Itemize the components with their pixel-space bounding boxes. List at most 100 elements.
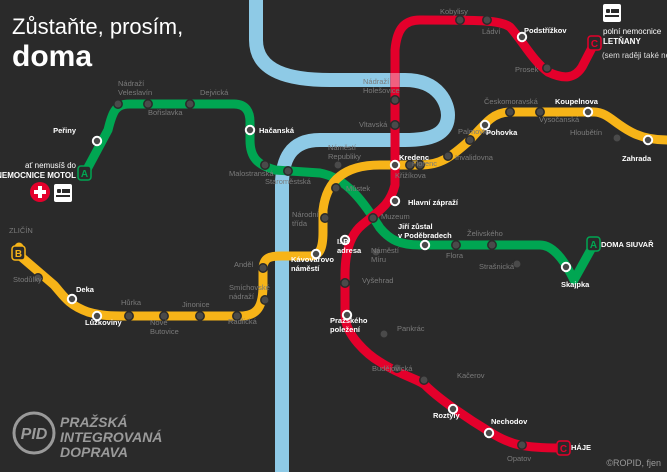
station-stop-nadrazi-holesovice [390, 95, 400, 105]
station-label-malostranska: Malostranská [229, 169, 274, 178]
station-label-kobylisy: Kobylisy [440, 7, 468, 16]
station-stop-staromestska [283, 166, 293, 176]
station-stop-vysocanska [535, 107, 545, 117]
motol-note-small: ať nemusíš do [25, 161, 77, 170]
station-label-haje: HÁJE [571, 443, 591, 452]
terminal-b-west-letter: B [15, 249, 22, 260]
station-stop-hacanska [244, 124, 256, 136]
station-stop-kobylisy [455, 15, 465, 25]
station-label-hurka: Hůrka [121, 298, 142, 307]
pid-logo-line-1: PRAŽSKÁ [60, 414, 128, 430]
station-stop-andel [258, 263, 268, 273]
line-b-yellow [14, 107, 667, 321]
station-stop-flora [451, 240, 461, 250]
station-stop-zahrada [642, 134, 654, 146]
station-label-invalidovna: Invalidovna [455, 153, 494, 162]
station-label-krizikova: Křižíkova [395, 171, 427, 180]
station-stop-budejovicka [392, 363, 402, 373]
station-stop-krizikova [415, 160, 425, 170]
pid-logo-line-3: DOPRAVA [60, 444, 128, 460]
station-label-hacanska: Hačanská [259, 126, 295, 135]
station-label-borislavka: Bořislavka [148, 108, 183, 117]
title-line-2: doma [12, 40, 93, 73]
station-label-i-p-adresa: I. P.adresa [337, 237, 362, 255]
red-line-river-crossing [391, 73, 399, 87]
station-label-palmovka: Palmovka [458, 127, 492, 136]
station-stop-hurka [124, 311, 134, 321]
station-stop-hlavni-zaprazi [389, 195, 401, 207]
station-stop-vysehrad [340, 278, 350, 288]
station-stop-zelivskeho [487, 240, 497, 250]
station-stop-palmovka [465, 135, 475, 145]
station-label-vysehrad: Vyšehrad [362, 276, 393, 285]
station-stop-koupelnova [582, 106, 594, 118]
station-stop-smichovske [260, 295, 270, 305]
station-stop-malostranska [260, 160, 270, 170]
station-label-vltavska: Vltavská [359, 120, 388, 129]
terminal-c-south: C [556, 440, 571, 456]
station-label-stodulky: Stodůlky [13, 275, 42, 284]
station-stop-hloubetin [612, 133, 622, 143]
station-stop-prosek [542, 63, 552, 73]
station-label-skalka: Skajpka [561, 280, 590, 289]
station-stop-opatov [517, 440, 527, 450]
station-label-perinky: Peřiny [53, 126, 77, 135]
station-stop-strasnicka [512, 259, 522, 269]
station-label-zelivskeho: Želivského [467, 229, 503, 238]
station-stop-kavovarovo [310, 248, 322, 260]
station-label-deka: Deka [76, 285, 95, 294]
station-label-prosek: Prosek [515, 65, 539, 74]
station-label-podstrizkov: Podstřížkov [524, 26, 567, 35]
station-label-florenc: Florenc [412, 159, 437, 168]
station-label-radlicka: Radlická [228, 317, 258, 326]
station-stop-kacerov [419, 375, 429, 385]
station-label-nechodov: Nechodov [491, 417, 528, 426]
hospital-cross-icon [30, 182, 50, 202]
vltava-river [249, 0, 455, 472]
pid-logo-mark: PID [21, 426, 48, 443]
station-stop-nove-butovice [159, 311, 169, 321]
pid-logo-text: PRAŽSKÁ INTEGROVANÁ DOPRAVA [60, 415, 162, 460]
station-label-budejovicka: Budějovická [372, 364, 413, 373]
station-stop-vltavska [390, 120, 400, 130]
stops-layer [14, 15, 654, 454]
station-stop-pohovka [479, 119, 491, 131]
station-stop-florenc [405, 160, 415, 170]
letnany-note-small: polní nemocnice [603, 27, 662, 36]
station-label-andel: Anděl [234, 260, 254, 269]
station-stop-nechodov [483, 427, 495, 439]
terminal-c-south-letter: C [560, 444, 567, 455]
station-stop-dejvicka [185, 99, 195, 109]
station-stop-ladvi [482, 15, 492, 25]
station-stop-mustek [331, 183, 341, 193]
station-stop-namesti-miru [371, 247, 381, 257]
station-label-jinonice: Jinonice [182, 300, 210, 309]
station-label-kredenc: Kredenc [399, 153, 429, 162]
pid-logo-line-2: INTEGROVANÁ [60, 429, 163, 445]
station-stop-namesti-republiky [333, 160, 343, 170]
station-label-flora: Flora [446, 251, 464, 260]
station-stop-jiri-zustal [419, 239, 431, 251]
station-stop-muzeum [368, 213, 378, 223]
station-label-ladvi: Ládví [482, 27, 501, 36]
station-label-strasnicka: Strašnická [479, 262, 515, 271]
station-label-pohovka: Pohovka [486, 128, 518, 137]
terminal-a-west: A [77, 165, 92, 181]
station-label-hlavni-zaprazi: Hlavní zápraží [408, 198, 459, 207]
terminal-a-east-letter: A [590, 240, 597, 251]
station-stop-podstrizkov [516, 31, 528, 43]
station-stop-radlicka [232, 311, 242, 321]
station-label-kacerov: Kačerov [457, 371, 485, 380]
station-stop-skalka [560, 261, 572, 273]
station-stop-i-p-adresa [339, 234, 351, 246]
letnany-clip-note: (sem raději také ne [602, 51, 667, 60]
terminal-c-north-letter: C [591, 39, 598, 50]
station-label-ceskomoravska: Českomoravská [484, 97, 539, 106]
title-line-1: Zůstaňte, prosím, [12, 14, 184, 39]
